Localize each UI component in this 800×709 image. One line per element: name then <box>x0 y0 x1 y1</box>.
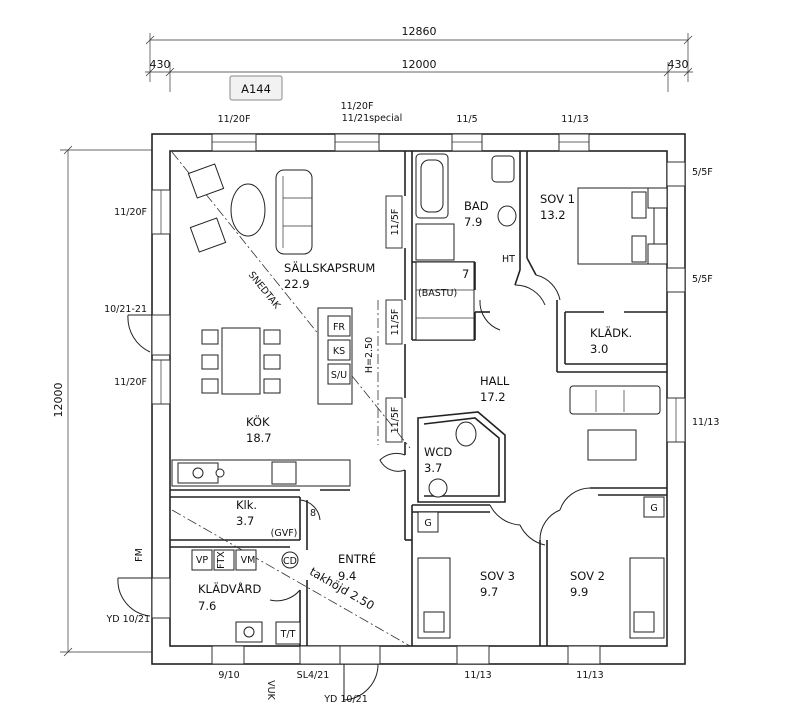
annotation-ks: KS <box>333 346 345 357</box>
room-area-bad: 7.9 <box>464 215 482 229</box>
room-name-bad: BAD <box>464 199 489 213</box>
annotation-bastu: (BASTU) <box>418 288 457 299</box>
window-label-bottom-yd: YD 10/21 <box>323 694 368 705</box>
window-label-top-4: 11/13 <box>561 114 588 125</box>
window-label-inner-3: 11/5F <box>390 407 401 434</box>
annotation-height: H=2.50 <box>364 337 375 373</box>
window-label-left-fm: FM <box>134 548 145 562</box>
room-area-wcd: 3.7 <box>424 461 442 475</box>
drawing-tag: A144 <box>241 82 271 96</box>
window-label-right-2: 5/5F <box>692 274 713 285</box>
window-label-right-3: 11/13 <box>692 417 719 428</box>
annotation-su: S/U <box>331 370 347 381</box>
room-area-sov3: 9.7 <box>480 585 498 599</box>
exterior-doors <box>117 314 381 701</box>
window-label-bottom-4: 11/13 <box>576 670 603 681</box>
room-name-kladk: KLÄDK. <box>590 325 632 340</box>
room-name-sov1: SOV 1 <box>540 192 575 206</box>
window-label-top-3: 11/5 <box>456 114 477 125</box>
window-label-bottom-sl: SL4/21 <box>297 670 330 681</box>
annotation-gvf: (GVF) <box>271 528 298 539</box>
room-area-klk: 3.7 <box>236 514 254 528</box>
window-label-left-1: 11/20F <box>114 207 147 218</box>
dim-inner: 12000 <box>402 58 437 71</box>
dimension-lines <box>60 33 693 657</box>
window-label-right-1: 5/5F <box>692 167 713 178</box>
room-area-kladk: 3.0 <box>590 342 608 356</box>
room-name-sallskapsrum: SÄLLSKAPSRUM <box>284 260 375 275</box>
window-label-left-yd: YD 10/21 <box>105 614 150 625</box>
window-label-top-2b: 11/21special <box>342 113 403 124</box>
annotation-vm: VM <box>241 555 256 566</box>
annotation-g-sov3: G <box>424 518 431 529</box>
door-swings <box>269 274 591 602</box>
annotation-eight: 8 <box>310 508 316 519</box>
room-name-hall: HALL <box>480 374 510 388</box>
annotation-tt: T/T <box>280 629 296 640</box>
room-area-sallskapsrum: 22.9 <box>284 277 310 291</box>
annotation-g-sov2: G <box>650 503 657 514</box>
window-label-bottom-1: 9/10 <box>218 670 239 681</box>
window-label-top-1: 11/20F <box>218 114 251 125</box>
dim-vertical: 12000 <box>52 383 65 418</box>
window-label-left-2: 11/20F <box>114 377 147 388</box>
furniture <box>171 153 668 645</box>
room-area-kok: 18.7 <box>246 431 272 445</box>
window-label-inner-1: 11/5F <box>390 209 401 236</box>
room-area-sov1: 13.2 <box>540 208 566 222</box>
room-area-entre: 9.4 <box>338 569 356 583</box>
window-label-bottom-3: 11/13 <box>464 670 491 681</box>
annotation-ht: HT <box>502 254 515 265</box>
annotation-vp: VP <box>196 555 208 566</box>
windows <box>151 133 686 665</box>
annotation-bastu-number: 7 <box>462 267 469 281</box>
window-label-bottom-vuk: VUK <box>265 680 276 700</box>
takhojd-line <box>171 509 411 647</box>
annotation-ftx: FTX <box>216 551 227 569</box>
annotation-cd: CD <box>283 556 297 567</box>
room-area-kladvard: 7.6 <box>198 599 216 613</box>
snedtak-line <box>171 151 411 449</box>
annotation-fr: FR <box>333 322 345 333</box>
window-label-top-2a: 11/20F <box>341 101 374 112</box>
room-name-wcd: WCD <box>424 445 452 459</box>
room-name-kok: KÖK <box>246 413 270 429</box>
dim-left-offset: 430 <box>150 58 171 71</box>
room-area-sov2: 9.9 <box>570 585 588 599</box>
room-name-sov3: SOV 3 <box>480 569 515 583</box>
room-area-hall: 17.2 <box>480 390 506 404</box>
room-name-kladvard: KLÄDVÅRD <box>198 581 261 596</box>
dim-overall: 12860 <box>402 25 437 38</box>
drawing-tag-box[interactable] <box>229 75 283 101</box>
window-label-left-door: 10/21-21 <box>104 304 147 315</box>
room-name-sov2: SOV 2 <box>570 569 605 583</box>
room-name-entre: ENTRÉ <box>338 551 376 566</box>
room-name-klk: Klk. <box>236 498 257 512</box>
window-label-inner-2: 11/5F <box>390 309 401 336</box>
annotation-snedtak: SNEDTAK <box>246 270 283 312</box>
dim-right-offset: 430 <box>668 58 689 71</box>
